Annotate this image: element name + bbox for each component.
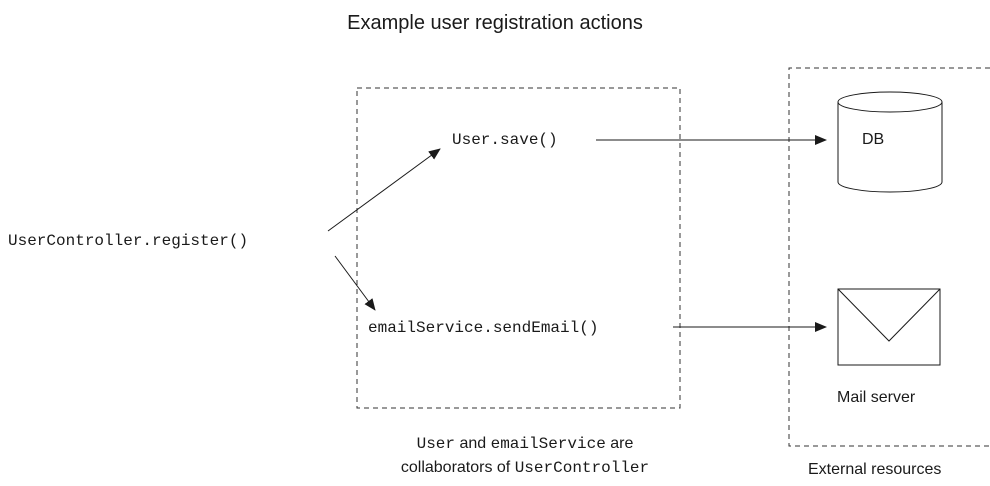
caption-collaborators-of: collaborators of [400, 459, 515, 476]
caption-are: are [605, 435, 634, 452]
arrow-register-to-save [327, 148, 441, 232]
arrow-register-to-send-email [334, 255, 376, 311]
external-resources-box [788, 67, 990, 447]
db-label: DB [862, 131, 885, 148]
diagram-title: Example user registration actions [347, 12, 643, 34]
caption-user-controller: UserController [514, 459, 650, 477]
caption-user: User [416, 435, 455, 453]
mail-envelope-icon [837, 288, 941, 366]
collaborators-caption-line-2: collaborators of UserController [340, 456, 710, 480]
caption-and: and [455, 435, 491, 452]
collaborators-box [356, 87, 681, 409]
database-icon [837, 91, 943, 193]
collaborators-caption-line-1: User and emailService are [340, 432, 710, 456]
user-controller-register-label: UserController.register() [8, 232, 249, 250]
caption-email-service: emailService [490, 435, 606, 453]
mail-server-label: Mail server [837, 389, 916, 406]
user-save-label: User.save() [452, 131, 558, 149]
email-service-send-email-label: emailService.sendEmail() [368, 319, 599, 337]
collaborators-caption: User and emailService are collaborators … [340, 432, 710, 480]
external-resources-caption: External resources [808, 461, 942, 478]
